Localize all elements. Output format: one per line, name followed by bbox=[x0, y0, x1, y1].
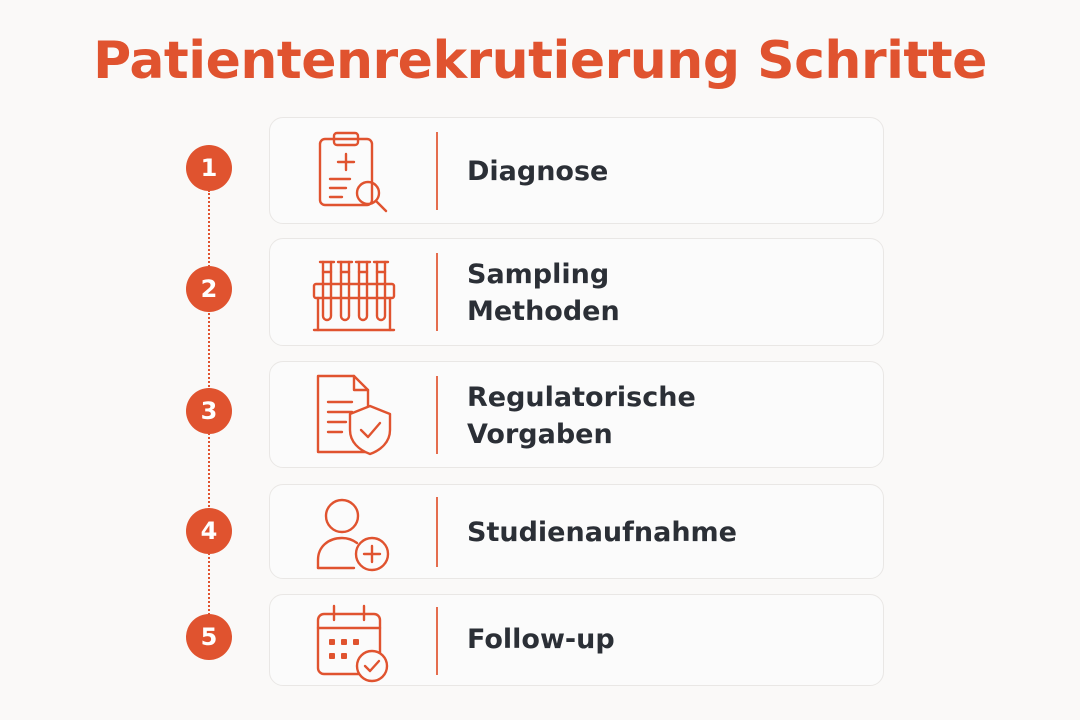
step-5-label: Follow-up bbox=[467, 624, 615, 655]
step-4-badge: 4 bbox=[186, 508, 232, 554]
step-2-divider bbox=[436, 253, 438, 331]
step-4-card: Studienaufnahme bbox=[269, 484, 884, 579]
step-3-card: Regulatorische Vorgaben bbox=[269, 361, 884, 468]
step-4-label: Studienaufnahme bbox=[467, 517, 737, 548]
document-shield-icon bbox=[306, 370, 396, 460]
clipboard-search-icon bbox=[306, 127, 396, 217]
step-2-badge: 2 bbox=[186, 266, 232, 312]
step-5-divider bbox=[436, 607, 438, 675]
user-add-icon bbox=[306, 488, 396, 578]
step-5-badge: 5 bbox=[186, 614, 232, 660]
step-1-card: Diagnose bbox=[269, 117, 884, 224]
page-title: Patientenrekrutierung Schritte bbox=[93, 31, 987, 91]
step-3-divider bbox=[436, 376, 438, 454]
step-2-label: Sampling Methoden bbox=[467, 259, 620, 327]
step-3-label: Regulatorische Vorgaben bbox=[467, 382, 696, 450]
calendar-check-icon bbox=[306, 598, 396, 688]
step-2-card: Sampling Methoden bbox=[269, 238, 884, 346]
step-1-divider bbox=[436, 132, 438, 210]
step-4-divider bbox=[436, 497, 438, 567]
step-1-label: Diagnose bbox=[467, 156, 609, 187]
test-tubes-icon bbox=[306, 248, 396, 338]
step-1-badge: 1 bbox=[186, 145, 232, 191]
step-5-card: Follow-up bbox=[269, 594, 884, 686]
step-3-badge: 3 bbox=[186, 388, 232, 434]
